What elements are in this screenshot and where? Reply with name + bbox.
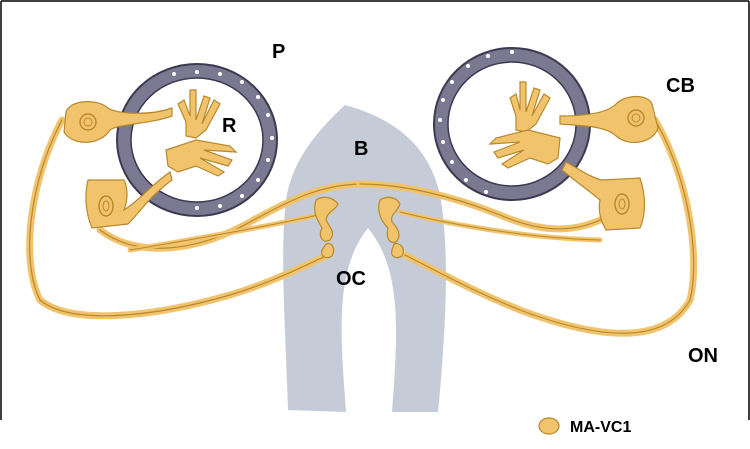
label-b: B <box>354 138 368 160</box>
label-cb: CB <box>666 75 695 97</box>
cell-bottom-right <box>562 162 645 230</box>
legend-label: MA-VC1 <box>570 419 631 436</box>
label-r: R <box>222 115 237 137</box>
label-oc: OC <box>336 268 366 290</box>
label-on: ON <box>688 345 718 367</box>
legend: MA-VC1 <box>539 418 631 436</box>
legend-swatch <box>539 418 559 434</box>
left-eye <box>117 64 277 216</box>
label-p: P <box>272 41 285 63</box>
